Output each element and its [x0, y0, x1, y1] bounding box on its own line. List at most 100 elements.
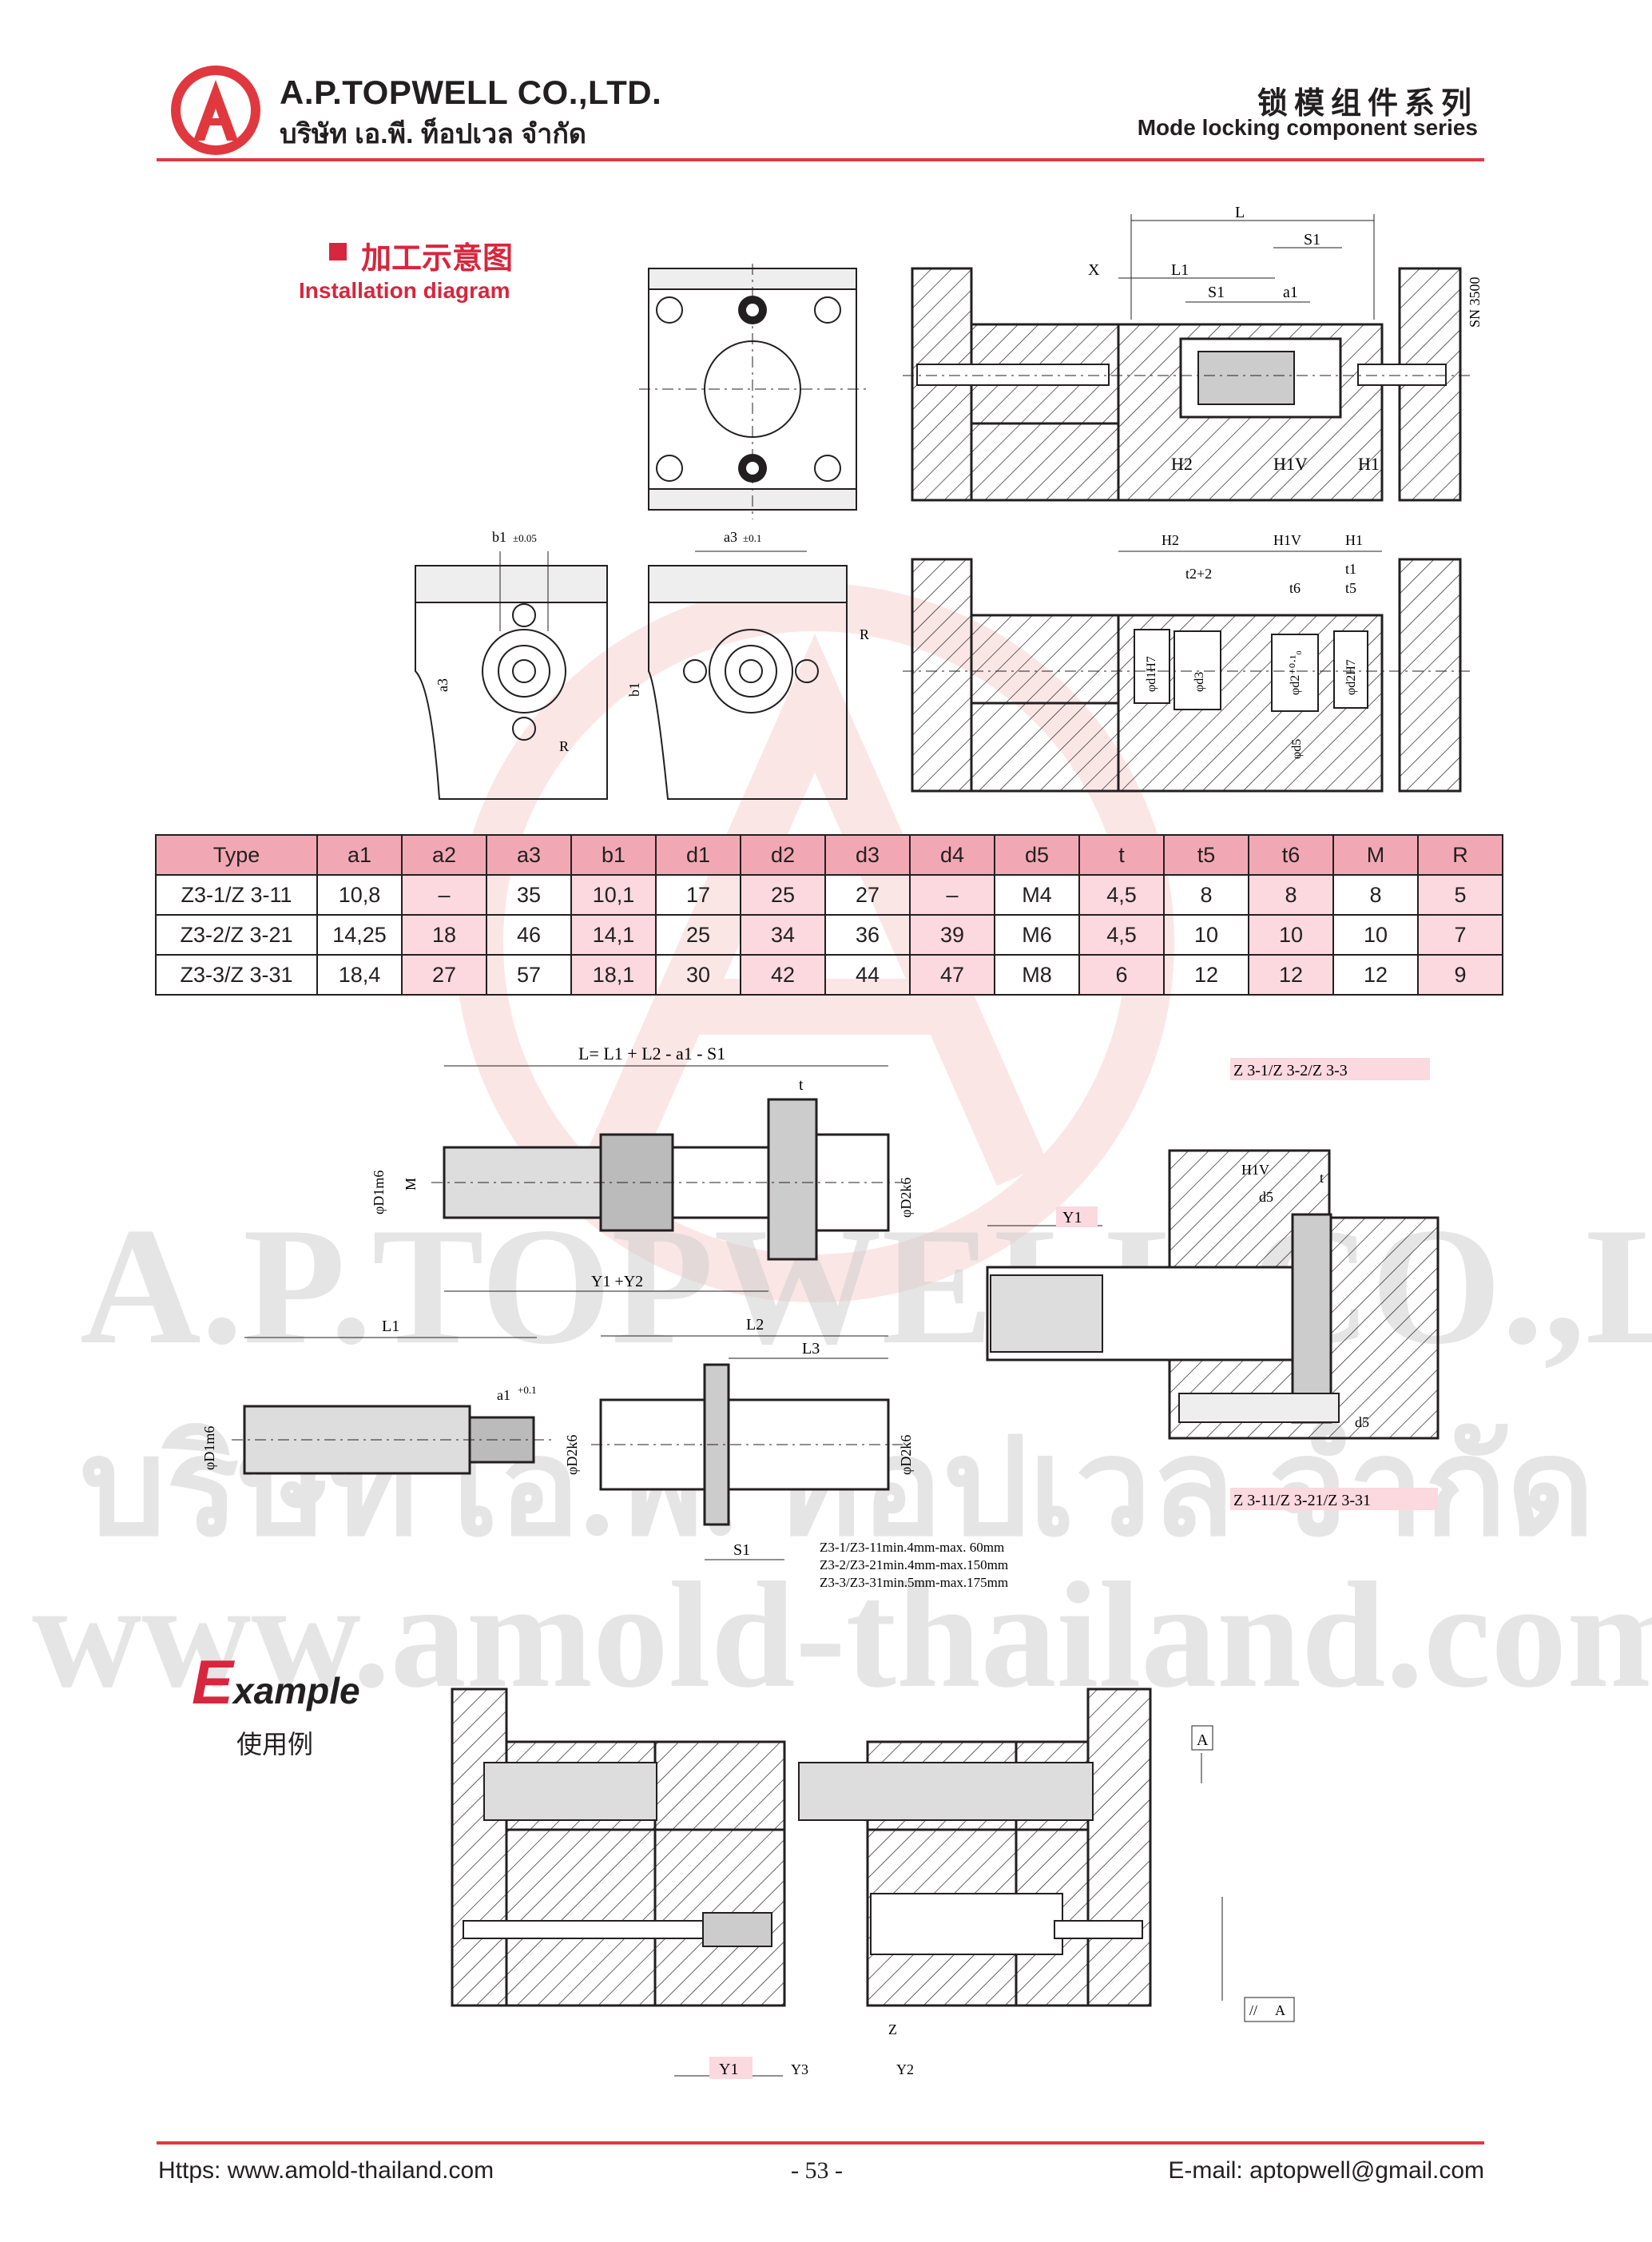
col-d3: d3: [824, 834, 911, 876]
watermark-logo-a: [581, 634, 1049, 1187]
label-a1: a1: [1283, 284, 1298, 301]
cell: Z3-2/Z 3-21: [155, 914, 318, 956]
label-H2: H2: [1171, 454, 1193, 474]
series-title-cn: 锁模组件系列: [1257, 85, 1478, 121]
label-sn: SN 3500: [1467, 276, 1483, 328]
range-z3-2: Z3-2/Z3-21min.4mm-max.150mm: [820, 1557, 1008, 1572]
label-t: t: [799, 1076, 804, 1094]
cell: M8: [994, 954, 1080, 996]
label-d2-tol: φd2⁺⁰·¹₀: [1289, 650, 1302, 695]
label-a3-tol: ±0.1: [743, 532, 761, 544]
col-a1: a1: [316, 834, 403, 876]
example-title-cn: 使用例: [236, 1729, 314, 1759]
label-d5-detail: d5: [1259, 1189, 1273, 1205]
table-row: Z3-3/Z 3-31 18,4 27 57 18,1 30 42 44 47 …: [155, 954, 1503, 996]
cell: –: [909, 874, 995, 916]
pocket-view-right: a3 ±0.1 b1 R: [626, 529, 869, 800]
example-title: Example: [192, 1646, 360, 1719]
col-t: t: [1078, 834, 1165, 876]
label-b1: b1: [492, 529, 506, 545]
label-D2k6: φD2k6: [898, 1178, 914, 1218]
example-title-rest: xample: [233, 1670, 360, 1711]
label-d3: φd3: [1193, 672, 1206, 692]
label-a1-pin: a1: [497, 1387, 510, 1403]
label-Y3-ex: Y3: [791, 2061, 808, 2077]
cell: 10,1: [570, 874, 657, 916]
label-Y1-ex: Y1: [719, 2061, 738, 2078]
cell: 14,25: [316, 914, 403, 956]
label-S1: S1: [1208, 284, 1225, 301]
col-type: Type: [155, 834, 318, 876]
cell: 18,1: [570, 954, 657, 996]
label-H1: H1: [1358, 454, 1380, 474]
cell: 5: [1417, 874, 1503, 916]
range-z3-3: Z3-3/Z3-31min.5mm-max.175mm: [820, 1575, 1008, 1590]
cell: 18,4: [316, 954, 403, 996]
cell: Z3-3/Z 3-31: [155, 954, 318, 996]
col-a3: a3: [486, 834, 572, 876]
example-title-cap: E: [192, 1647, 234, 1717]
header-divider: [157, 158, 1484, 161]
cell: 12: [1248, 954, 1334, 996]
label-d5: φd5: [1290, 739, 1304, 759]
label-H2-b: H2: [1162, 532, 1179, 548]
label-formula: L= L1 + L2 - a1 - S1: [578, 1043, 725, 1063]
footer-email[interactable]: E-mail: aptopwell@gmail.com: [1168, 2157, 1484, 2184]
label-R2: R: [860, 626, 869, 642]
label-Y1Y2: Y1 +Y2: [591, 1273, 643, 1290]
label-t5: t5: [1345, 580, 1356, 596]
cell: 42: [740, 954, 826, 996]
col-a2: a2: [401, 834, 487, 876]
label-a1-tol: +0.1: [518, 1384, 537, 1396]
cell: 9: [1417, 954, 1503, 996]
col-d2: d2: [740, 834, 826, 876]
label-X: X: [1088, 261, 1100, 279]
label-L2: L2: [746, 1316, 764, 1334]
label-t1: t1: [1345, 561, 1356, 577]
table-row: Z3-1/Z 3-11 10,8 – 35 10,1 17 25 27 – M4…: [155, 874, 1503, 916]
cell: 36: [824, 914, 911, 956]
label-d1: φd1H7: [1145, 656, 1158, 692]
footer-website[interactable]: Https: www.amold-thailand.com: [158, 2157, 494, 2184]
label-H1V-b: H1V: [1273, 532, 1301, 548]
col-R: R: [1417, 834, 1503, 876]
section-view-top: L X L1 S1 S1 a1 SN 3500 H2 H1V H1: [903, 204, 1483, 502]
cell: 8: [1163, 874, 1249, 916]
company-name-th: บริษัท เอ.พี. ท็อปเวล จำกัด: [280, 119, 586, 149]
cell: 6: [1078, 954, 1165, 996]
col-t6: t6: [1248, 834, 1334, 876]
cell: 10: [1332, 914, 1419, 956]
col-d1: d1: [655, 834, 741, 876]
cell: 47: [909, 954, 995, 996]
label-L3: L3: [802, 1340, 820, 1358]
label-b1-side: b1: [626, 682, 642, 697]
label-L: L: [1235, 204, 1245, 221]
cell: 57: [486, 954, 572, 996]
section-view-bottom: H2 H1V H1 t2+2 t1 t6 t5 φd1H7 φd3 φd2⁺⁰·…: [903, 532, 1470, 793]
cell: 4,5: [1078, 914, 1165, 956]
label-series-top: Z 3-1/Z 3-2/Z 3-3: [1233, 1062, 1348, 1079]
cell: 14,1: [570, 914, 657, 956]
label-S1-sock: S1: [733, 1541, 750, 1559]
label-L1: L1: [1171, 261, 1189, 279]
cell: –: [401, 874, 487, 916]
range-z3-1: Z3-1/Z3-11min.4mm-max. 60mm: [820, 1540, 1004, 1555]
label-parallel: //: [1249, 2002, 1257, 2018]
cell: 46: [486, 914, 572, 956]
label-Y1-detail: Y1: [1062, 1209, 1082, 1226]
label-t6: t6: [1289, 580, 1301, 596]
cell: 39: [909, 914, 995, 956]
cell: 7: [1417, 914, 1503, 956]
company-logo: [171, 66, 260, 155]
cell: 25: [740, 874, 826, 916]
footer-divider: [157, 2141, 1484, 2145]
assembly-detail-right: Z 3-1/Z 3-2/Z 3-3 Y1 H1V d5 t d5 Z 3-11/…: [986, 1058, 1440, 1510]
label-D2k6-sock: φD2k6: [564, 1435, 580, 1475]
col-d4: d4: [909, 834, 995, 876]
assembly-pin: L1 a1 +0.1 φD1m6: [201, 1318, 551, 1475]
label-A2: A: [1275, 2002, 1285, 2018]
col-M: M: [1332, 834, 1419, 876]
col-b1: b1: [570, 834, 657, 876]
label-b1-tol: ±0.05: [513, 532, 537, 544]
